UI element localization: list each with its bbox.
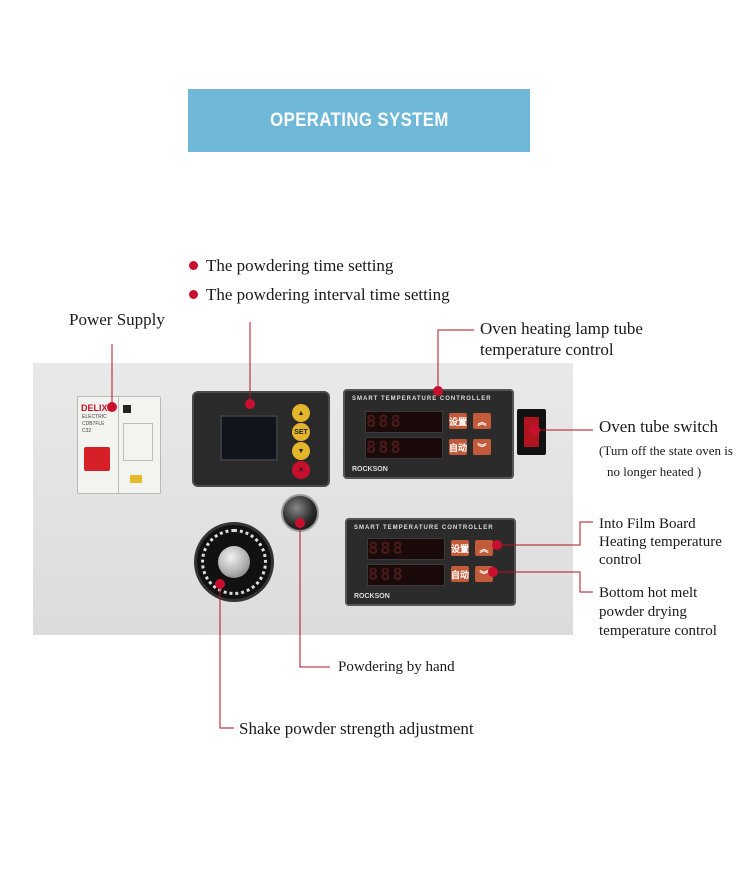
timer-controller: ▲ SET ▼ ✕ bbox=[192, 391, 330, 487]
leader-oven-lamp bbox=[437, 329, 474, 391]
bullet-dot bbox=[189, 261, 198, 270]
pointer-dot bbox=[295, 518, 305, 528]
title-banner: OPERATING SYSTEM bbox=[188, 89, 530, 152]
powdering-time-label: The powdering time setting bbox=[206, 256, 394, 275]
bottom-melt-label-line3: temperature control bbox=[599, 623, 717, 639]
bottom-melt-label-line1: Bottom hot melt bbox=[599, 585, 698, 601]
knob-cap[interactable] bbox=[218, 546, 250, 578]
oven-switch-note-line1: (Turn off the state oven is bbox=[599, 443, 733, 458]
timer-set-button[interactable]: SET bbox=[292, 423, 310, 441]
controller-header: SMART TEMPERATURE CONTROLLER bbox=[352, 396, 492, 402]
breaker-indicator bbox=[130, 475, 142, 483]
strength-knob[interactable] bbox=[194, 522, 274, 602]
oven-lamp-label-line1: Oven heating lamp tube bbox=[480, 319, 643, 338]
breaker-divider bbox=[118, 397, 119, 493]
oven-switch-label: Oven tube switch bbox=[599, 417, 718, 436]
film-board-label-line3: control bbox=[599, 552, 642, 568]
pointer-dot bbox=[488, 567, 498, 577]
oven-switch-note-line2: no longer heated ) bbox=[607, 464, 702, 479]
pointer-dot bbox=[492, 540, 502, 550]
leader-bottom-melt bbox=[493, 571, 593, 593]
timer-down-button[interactable]: ▼ bbox=[292, 442, 310, 460]
film-board-controller: SMART TEMPERATURE CONTROLLER 888 888 设置 … bbox=[345, 518, 516, 606]
controller-up-button[interactable]: ︽ bbox=[473, 413, 491, 429]
leader-film-board bbox=[497, 521, 593, 546]
timer-display bbox=[220, 415, 278, 461]
breaker-sub: ELECTRIC bbox=[82, 414, 107, 420]
oven-lamp-controller: SMART TEMPERATURE CONTROLLER 888 888 设置 … bbox=[343, 389, 514, 479]
pointer-dot bbox=[433, 386, 443, 396]
oven-lamp-label-line2: temperature control bbox=[480, 340, 614, 359]
leader-shake-powder bbox=[219, 584, 234, 729]
controller-down-button[interactable]: ︾ bbox=[473, 439, 491, 455]
controller-set-button[interactable]: 设置 bbox=[451, 540, 469, 556]
controller-display-upper: 888 bbox=[367, 538, 445, 560]
breaker-brand: DELIXI bbox=[81, 403, 111, 413]
controller-set-button[interactable]: 设置 bbox=[449, 413, 467, 429]
circuit-breaker[interactable]: DELIXI ELECTRIC CDB7FLE C32 bbox=[77, 396, 161, 494]
pointer-dot bbox=[215, 579, 225, 589]
powdering-hand-label: Powdering by hand bbox=[338, 659, 455, 675]
power-supply-label: Power Supply bbox=[69, 310, 165, 329]
controller-brand: ROCKSON bbox=[354, 593, 390, 600]
film-board-label-line2: Heating temperature bbox=[599, 534, 722, 550]
breaker-test-button[interactable] bbox=[123, 405, 131, 413]
breaker-rating: C32 bbox=[82, 428, 92, 434]
breaker-lever[interactable] bbox=[84, 447, 110, 471]
controller-header: SMART TEMPERATURE CONTROLLER bbox=[354, 525, 494, 531]
timer-stop-button[interactable]: ✕ bbox=[292, 461, 310, 479]
controller-auto-button[interactable]: 自动 bbox=[449, 439, 467, 455]
controller-display-lower: 888 bbox=[367, 564, 445, 586]
controller-brand: ROCKSON bbox=[352, 466, 388, 473]
controller-up-button[interactable]: ︽ bbox=[475, 540, 493, 556]
controller-display-upper: 888 bbox=[365, 411, 443, 433]
controller-auto-button[interactable]: 自动 bbox=[451, 566, 469, 582]
bottom-melt-label-line2: powder drying bbox=[599, 604, 687, 620]
knob-dial-scale bbox=[201, 529, 267, 595]
leader-powdering-hand bbox=[299, 523, 330, 668]
bullet-dot bbox=[189, 290, 198, 299]
title-text: OPERATING SYSTEM bbox=[269, 109, 449, 131]
pointer-dot bbox=[107, 402, 117, 412]
timer-up-button[interactable]: ▲ bbox=[292, 404, 310, 422]
controller-display-lower: 888 bbox=[365, 437, 443, 459]
pointer-dot bbox=[530, 425, 540, 435]
film-board-label-line1: Into Film Board bbox=[599, 516, 696, 532]
breaker-label-slot bbox=[123, 423, 153, 461]
shake-powder-label: Shake powder strength adjustment bbox=[239, 719, 474, 738]
powdering-interval-label: The powdering interval time setting bbox=[206, 285, 450, 304]
breaker-model: CDB7FLE bbox=[82, 421, 105, 427]
pointer-dot bbox=[245, 399, 255, 409]
